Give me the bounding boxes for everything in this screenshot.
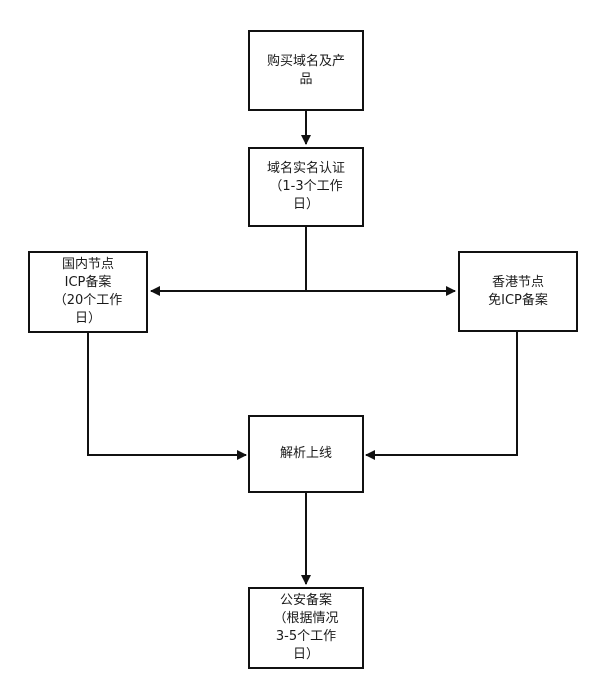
node-buy-domain: 购买域名及产 品 <box>248 30 364 111</box>
edge-icp-to-resolve <box>87 333 247 460</box>
node-domain-verification-label: 域名实名认证 （1-3个工作 日） <box>266 161 345 212</box>
node-buy-domain-label: 购买域名及产 品 <box>266 53 345 87</box>
node-resolve-online: 解析上线 <box>248 415 364 493</box>
node-hk-no-icp: 香港节点 免ICP备案 <box>458 251 578 332</box>
node-police-filing: 公安备案 （根据情况 3-5个工作 日） <box>248 587 364 669</box>
node-domestic-icp-label: 国内节点 ICP备案 （20个工作 日） <box>53 257 123 326</box>
node-resolve-online-label: 解析上线 <box>279 446 332 461</box>
edge-hk-to-resolve <box>365 332 518 460</box>
node-domain-verification: 域名实名认证 （1-3个工作 日） <box>248 147 364 227</box>
node-hk-no-icp-label: 香港节点 免ICP备案 <box>488 274 548 308</box>
node-domestic-icp: 国内节点 ICP备案 （20个工作 日） <box>28 251 148 333</box>
node-police-filing-label: 公安备案 （根据情况 3-5个工作 日） <box>273 593 339 662</box>
